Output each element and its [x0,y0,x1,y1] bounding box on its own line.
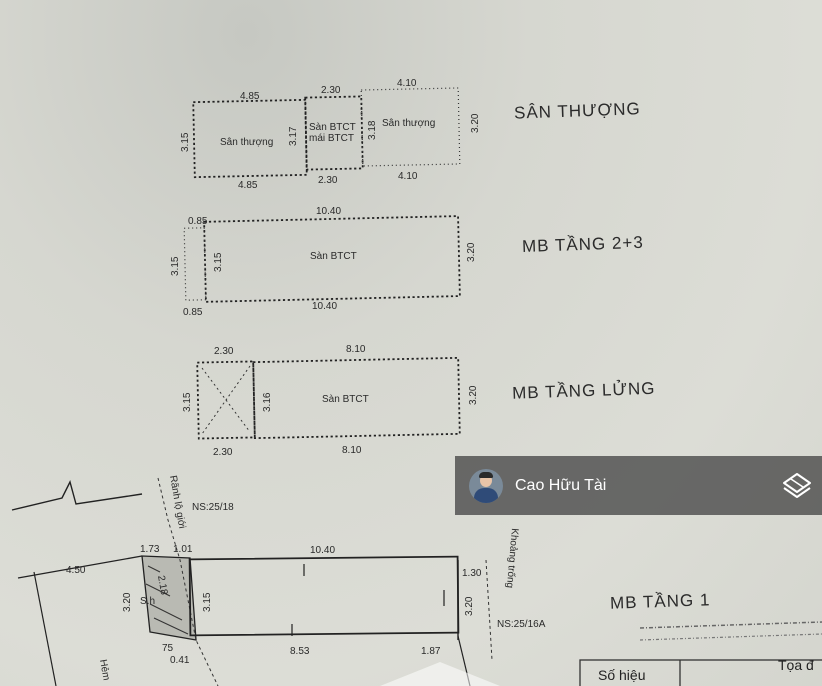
avatar-icon[interactable] [469,468,503,503]
title-tang-2-3: MB TẦNG 2+3 [522,233,644,256]
dim-top-2: 1.01 [173,544,193,555]
dim-bottom-2: 0.41 [170,655,190,666]
user-name[interactable]: Cao Hữu Tài [515,476,607,494]
dim-top-3: 10.40 [310,545,335,556]
plan-tang-lung: 2.30 8.10 2.30 8.10 3.15 3.16 3.20 Sàn B… [182,344,656,458]
room-san-thuong-right: Sân thượng [382,118,435,129]
dim-bottom-1: 4.85 [238,180,258,191]
dim-top-2: 2.30 [321,85,341,96]
dim-left-outer: 3.15 [170,256,181,276]
title-san-thuong: SÂN THƯỢNG [514,99,641,122]
dim-left-2: 3.20 [122,592,133,612]
dim-left: 3.15 [180,132,191,152]
dim-right: 3.20 [470,113,481,133]
dim-mid-1: 3.17 [288,126,299,146]
dim-top: 10.40 [316,206,341,217]
dim-top-3: 4.10 [397,78,417,89]
void-label: Khoảng trống [504,528,521,589]
table-col-toa-do: Tọa đ [778,657,814,673]
watermark-logo [380,662,500,686]
dim-left: 3.15 [182,392,193,412]
room-mai-btct: mái BTCT [309,133,354,144]
dim-bottom-3: 4.10 [398,171,418,182]
room-san-thuong-left: Sân thượng [220,137,273,148]
user-overlay-bar[interactable]: Cao Hữu Tài [455,456,822,515]
title-tang-1: MB TẦNG 1 [610,590,711,612]
dim-right: 3.20 [468,385,479,405]
table-col-so-hieu: Số hiệu [598,667,645,683]
dim-top-left: 0.85 [188,216,208,227]
coordinate-table: Số hiệu Tọa đ [579,621,822,686]
room-san-btct-2-3: Sàn BTCT [310,251,357,262]
dim-mid: 3.16 [262,392,273,412]
dim-diag: 2.18 [155,575,169,597]
dim-bottom-4: 1.87 [421,646,441,657]
dim-bottom-2: 2.30 [318,175,338,186]
dim-right: 3.20 [464,596,475,616]
dim-left-1: 4.50 [66,565,86,576]
title-tang-lung: MB TẦNG LỬNG [512,379,656,403]
dim-top-2: 8.10 [346,344,366,355]
dim-bottom-3: 8.53 [290,646,310,657]
dim-bottom: 10.40 [312,301,337,312]
small-label: S.h [140,596,155,607]
room-san-btct-lung: Sàn BTCT [322,394,369,405]
dim-mid-2: 3.18 [367,120,378,140]
dim-right-top: 1.30 [462,568,482,579]
layers-icon[interactable] [782,471,812,501]
dim-right: 3.20 [466,242,477,262]
dim-top-1: 2.30 [214,346,234,357]
plan-tang-2-3: 0.85 10.40 0.85 10.40 3.15 3.15 3.20 Sàn… [170,206,644,318]
dim-bottom-1: 2.30 [213,447,233,458]
dim-bottom-left: 0.85 [183,307,203,318]
dim-top-1: 4.85 [240,91,260,102]
alley-label: Hẻm [97,659,112,682]
dim-inner: 3.15 [202,592,213,612]
neighbor-right: NS:25/16A [497,619,546,630]
room-san-btct: Sàn BTCT [309,122,356,133]
dim-bottom-2: 8.10 [342,445,362,456]
dim-left-inner: 3.15 [213,252,224,272]
plan-san-thuong: 4.85 2.30 4.10 4.85 2.30 4.10 3.15 3.17 … [180,78,641,191]
ditch-label: Rãnh lộ giới [167,475,187,530]
dim-bottom-1: 75 [162,643,174,654]
dim-top-1: 1.73 [140,544,160,555]
neighbor-top: NS:25/18 [192,502,234,513]
